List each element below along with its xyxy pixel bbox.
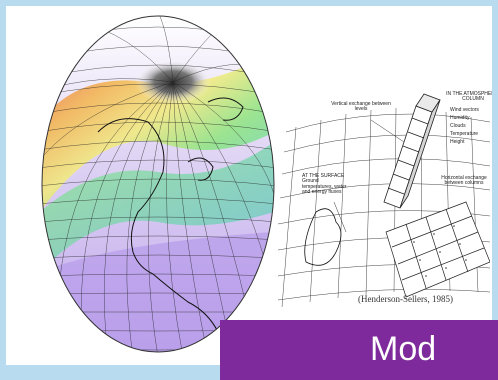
- column-item: Temperature: [450, 131, 479, 137]
- label-atmospheric-column: IN THE ATMOSPHERIC COLUMN: [446, 91, 492, 103]
- column-item: Humidity: [450, 115, 470, 121]
- banner-title: Mod: [370, 330, 437, 368]
- title-banner: Mod: [220, 320, 498, 380]
- citation: (Henderson-Sellers, 1985): [358, 294, 453, 304]
- label-at-surface: AT THE SURFACE Ground temperatures, wate…: [302, 173, 347, 195]
- label-horizontal-exchange: Horizontal exchange between columns: [441, 175, 487, 187]
- globe-grid-icon: [41, 15, 275, 353]
- atmospheric-column-icon: [277, 93, 491, 308]
- label-vertical-exchange: Vertical exchange between levels: [331, 101, 391, 113]
- globe-model-grid-image: [38, 12, 278, 357]
- column-item: Clouds: [450, 123, 466, 129]
- slide-frame: Vertical exchange between levels IN THE …: [6, 6, 492, 365]
- column-items-list: Wind vectors Humidity Clouds Temperature…: [450, 106, 492, 146]
- atmospheric-grid-diagram: [276, 92, 491, 322]
- column-item: Height: [450, 139, 465, 145]
- column-item: Wind vectors: [450, 107, 479, 113]
